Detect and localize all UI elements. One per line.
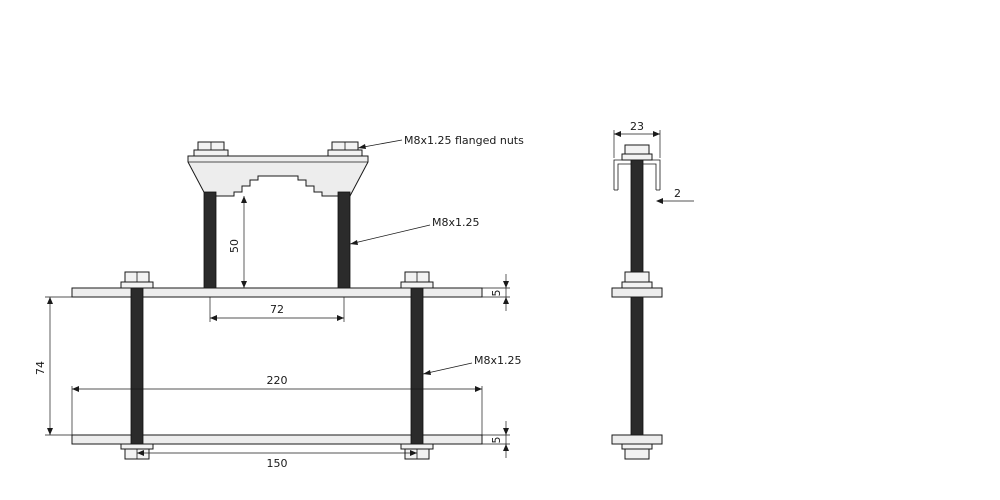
callout-lower-studs-label: M8x1.25 (474, 354, 522, 367)
dim-side-width-label: 23 (630, 120, 644, 133)
upper-plate (71, 287, 483, 298)
flanged-nut-upper-left (193, 141, 229, 157)
callout-upper-studs-label: M8x1.25 (432, 216, 480, 229)
dim-plate-thickness-upper-label: 5 (490, 290, 503, 297)
dim-stud-spacing-lower: 150 (137, 450, 417, 470)
front-view: M8x1.25 flanged nuts M8x1.25 M8x1.25 50 (34, 134, 524, 470)
dim-overall-height-label: 74 (34, 361, 47, 375)
dim-plate-width-label: 220 (267, 374, 288, 387)
lower-stud-left (130, 282, 144, 446)
lower-plate (71, 434, 483, 445)
flanged-nut-plate-left (120, 271, 154, 289)
dim-stud-height: 50 (228, 196, 247, 288)
dim-side-gap: 2 (656, 187, 694, 204)
flanged-nut-upper-right (327, 141, 363, 157)
dim-plate-width: 220 (71, 374, 483, 435)
upper-clamp-saddle (187, 155, 369, 197)
dim-side-gap-label: 2 (674, 187, 681, 200)
flanged-nut-bottom-right (400, 443, 434, 460)
callout-flanged-nuts: M8x1.25 flanged nuts (357, 134, 524, 149)
flanged-nut-bottom-left (120, 443, 154, 460)
flanged-nut-plate-right (400, 271, 434, 289)
callout-flanged-nuts-label: M8x1.25 flanged nuts (404, 134, 524, 147)
side-stud (630, 159, 644, 451)
side-upper-plate (611, 287, 663, 298)
dim-plate-thickness-lower: 5 (482, 421, 510, 458)
side-lower-plate (611, 434, 663, 445)
dim-stud-spacing-lower-label: 150 (267, 457, 288, 470)
side-nut-top (621, 144, 653, 161)
dim-stud-spacing-upper: 72 (209, 297, 345, 322)
dim-stud-height-label: 50 (228, 239, 241, 253)
upper-stud-right (337, 191, 351, 289)
dim-plate-thickness-upper: 5 (482, 274, 510, 311)
dim-plate-thickness-lower-label: 5 (490, 437, 503, 444)
side-nut-plate (621, 271, 653, 289)
dim-stud-spacing-upper-label: 72 (270, 303, 284, 316)
dim-side-width: 23 (613, 120, 661, 158)
callout-lower-studs: M8x1.25 (422, 354, 522, 375)
callout-upper-studs: M8x1.25 (349, 216, 480, 245)
side-nut-bottom (621, 443, 653, 460)
upper-stud-left (203, 191, 217, 289)
side-view: 23 2 (611, 120, 694, 460)
dim-overall-height: 74 (34, 296, 72, 436)
lower-stud-right (410, 282, 424, 446)
